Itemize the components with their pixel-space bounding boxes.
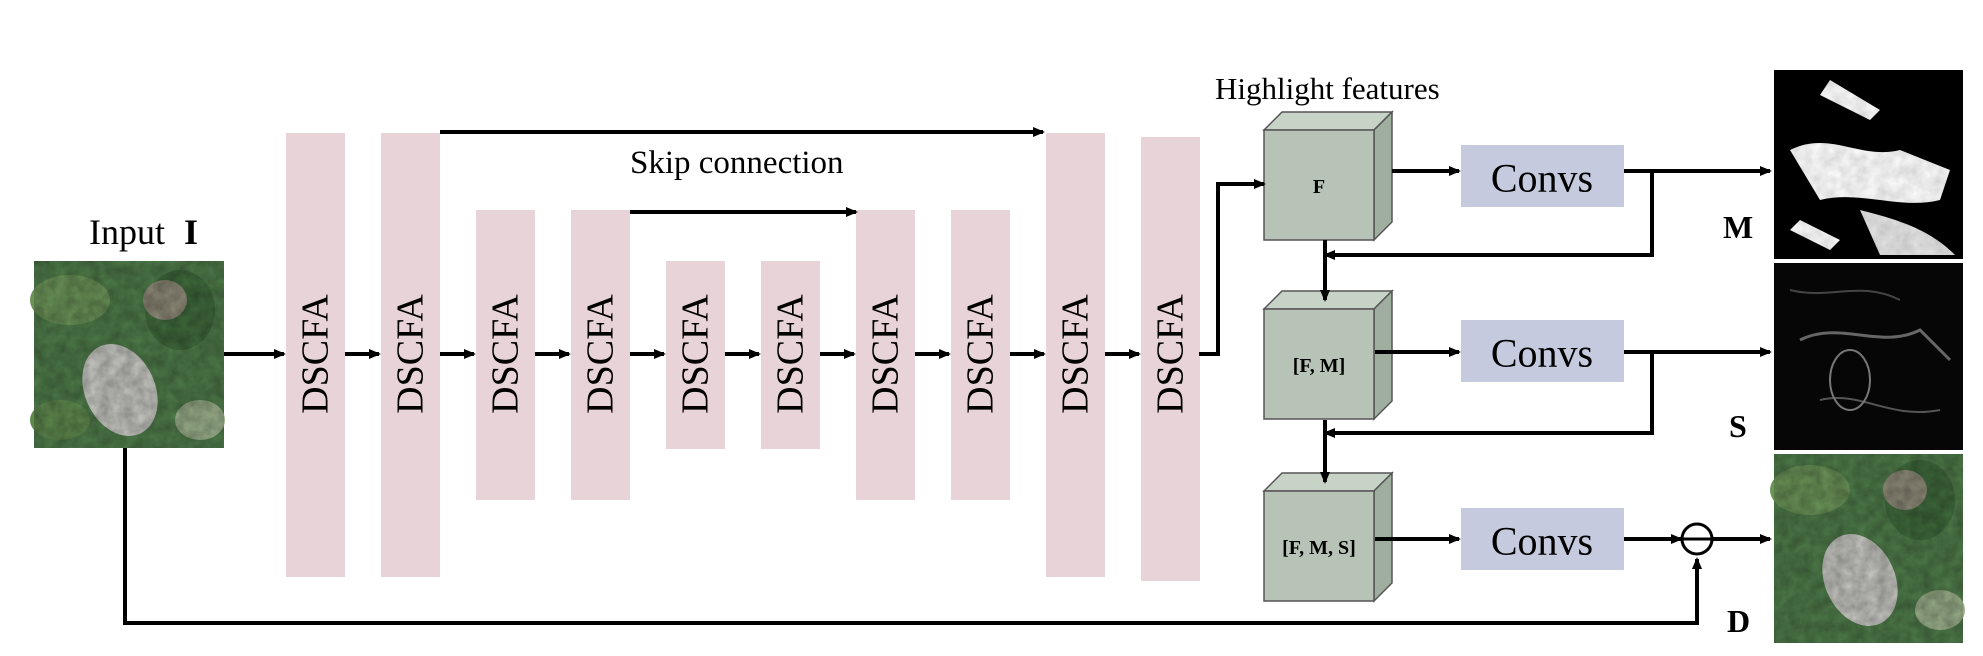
cube-label: F: [1313, 176, 1325, 198]
input-label: Input I: [89, 212, 198, 252]
feedback-m: [1323, 171, 1654, 260]
dscfa-label: DSCFA: [580, 294, 622, 414]
output-image-d: [1770, 454, 1965, 643]
dscfa-block-10: DSCFA: [1141, 137, 1200, 581]
highlight-title: Highlight features: [1215, 71, 1440, 106]
cube-2: [F, M]: [1262, 289, 1394, 421]
output-label-s: S: [1729, 408, 1747, 444]
highlight-cubes: F [F, M] [F, M, S]: [1262, 110, 1394, 603]
output-image-s: [1774, 263, 1963, 450]
dscfa-block-3: DSCFA: [476, 210, 535, 500]
dscfa-block-9: DSCFA: [1046, 133, 1105, 577]
input-residual-path: [123, 448, 1702, 625]
dscfa-label: DSCFA: [865, 294, 907, 414]
dscfa-label: DSCFA: [960, 294, 1002, 414]
dscfa-block-7: DSCFA: [856, 210, 915, 500]
output-label-d: D: [1727, 603, 1750, 639]
skip-connections: [440, 127, 1045, 217]
dscfa-label: DSCFA: [1150, 294, 1192, 414]
convs-box-2: Convs: [1461, 320, 1624, 382]
output-label-m: M: [1723, 209, 1753, 245]
dscfa-label: DSCFA: [390, 294, 432, 414]
convs-box-1: Convs: [1461, 145, 1624, 207]
output-image-m: [1774, 70, 1963, 259]
cube-3: [F, M, S]: [1262, 471, 1394, 603]
dscfa-label: DSCFA: [1055, 294, 1097, 414]
feedback-s: [1323, 352, 1654, 438]
subtract-operator: [1680, 522, 1714, 556]
output-labels: M S D: [1723, 209, 1753, 639]
dscfa-blocks: DSCFA DSCFA DSCFA DSCFA DSCFA DSCFA DSCFA DSCFA…: [286, 133, 1200, 581]
dscfa-label: DSCFA: [770, 294, 812, 414]
dscfa-block-1: DSCFA: [286, 133, 345, 577]
cube-1: F: [1262, 110, 1394, 242]
skip-connection-label: Skip connection: [630, 145, 844, 181]
highlight-flow: [123, 166, 1772, 625]
dscfa-label: DSCFA: [675, 294, 717, 414]
convs-label: Convs: [1491, 519, 1593, 564]
dscfa-block-6: DSCFA: [761, 261, 820, 449]
dscfa-label: DSCFA: [485, 294, 527, 414]
convs-box-3: Convs: [1461, 508, 1624, 570]
input-image: [30, 261, 225, 448]
convs-label: Convs: [1491, 156, 1593, 201]
dscfa-block-8: DSCFA: [951, 210, 1010, 500]
dscfa-block-4: DSCFA: [571, 210, 630, 500]
arrow-to-cube-f: [1199, 179, 1266, 356]
dscfa-label: DSCFA: [295, 294, 337, 414]
dscfa-block-2: DSCFA: [381, 133, 440, 577]
dscfa-block-5: DSCFA: [666, 261, 725, 449]
cube-label: [F, M, S]: [1282, 537, 1356, 559]
convs-label: Convs: [1491, 331, 1593, 376]
cube-label: [F, M]: [1293, 355, 1346, 377]
